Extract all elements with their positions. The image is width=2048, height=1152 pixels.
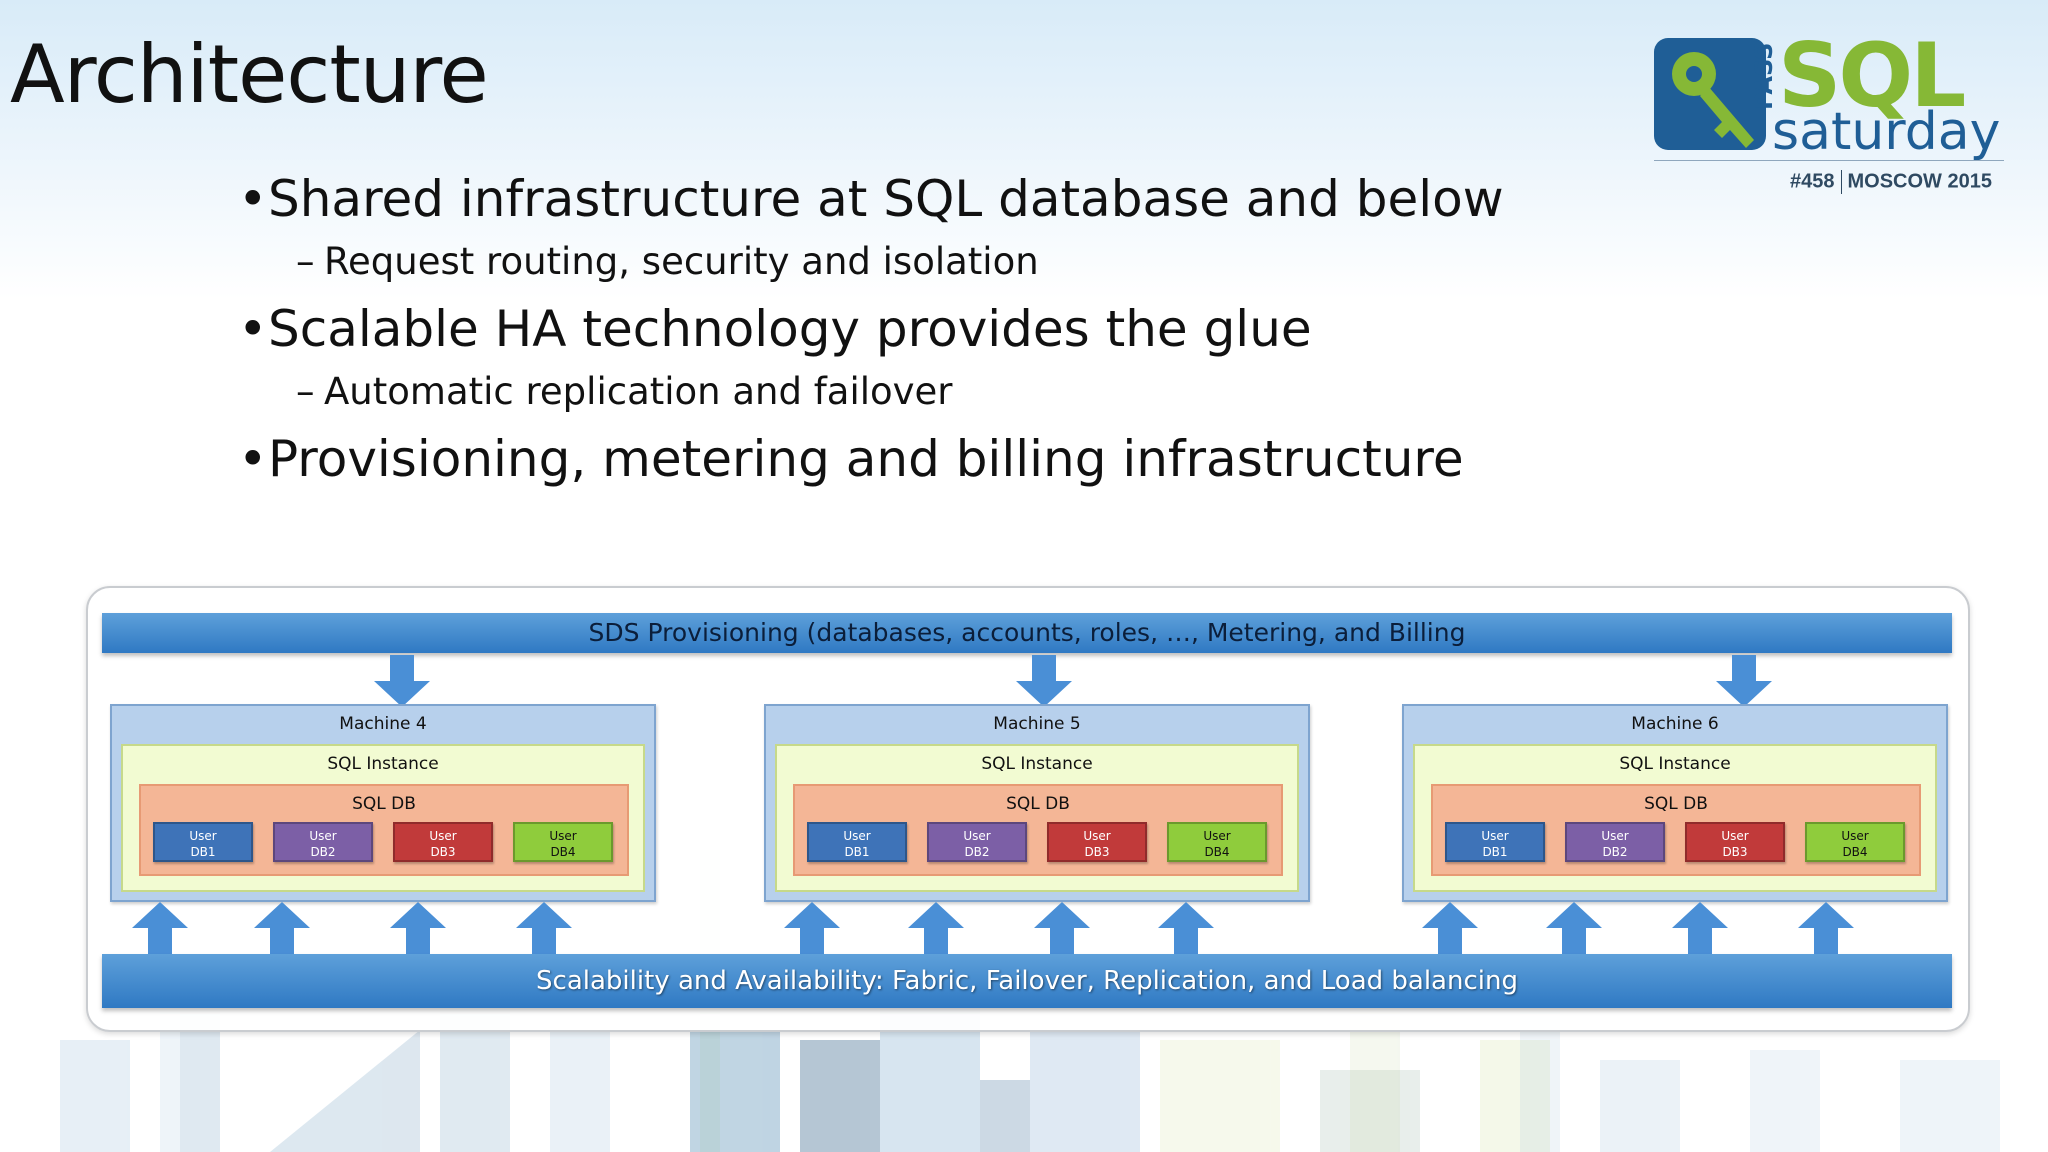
up-arrow — [784, 902, 840, 954]
sub-bullet-1: –Request routing, security and isolation — [296, 240, 1039, 283]
up-arrow — [908, 902, 964, 954]
sub-bullet-2: –Automatic replication and failover — [296, 370, 953, 413]
logo-sql-text: SQL — [1778, 24, 1966, 127]
up-arrow — [1422, 902, 1478, 954]
down-arrow-machine-4 — [374, 655, 430, 707]
up-arrow — [1158, 902, 1214, 954]
up-arrow — [1546, 902, 1602, 954]
up-arrow — [1798, 902, 1854, 954]
sql-db-label: SQL DB — [1006, 794, 1070, 814]
up-arrow — [254, 902, 310, 954]
event-number: #458 — [1790, 170, 1835, 193]
down-arrow-machine-5 — [1016, 655, 1072, 707]
slide-title: Architecture — [10, 28, 489, 121]
logo-event: #458 MOSCOW 2015 — [1790, 170, 1992, 194]
sql-instance-label: SQL Instance — [1619, 754, 1731, 774]
bullet-1: •Shared infrastructure at SQL database a… — [238, 170, 1504, 228]
sql-db-label: SQL DB — [1644, 794, 1708, 814]
machine-label: Machine 6 — [1631, 714, 1719, 734]
up-arrow — [516, 902, 572, 954]
scalability-band: Scalability and Availability: Fabric, Fa… — [102, 954, 1952, 1008]
key-icon — [1654, 38, 1766, 150]
logo-saturday-text: saturday — [1772, 102, 2001, 162]
machine-label: Machine 5 — [993, 714, 1081, 734]
sql-instance-label: SQL Instance — [327, 754, 439, 774]
down-arrow-machine-6 — [1716, 655, 1772, 707]
bullet-2: •Scalable HA technology provides the glu… — [238, 300, 1312, 358]
architecture-diagram: SDS Provisioning (databases, accounts, r… — [86, 586, 1970, 1032]
up-arrow — [390, 902, 446, 954]
up-arrow — [1672, 902, 1728, 954]
machine-label: Machine 4 — [339, 714, 427, 734]
bullet-3: •Provisioning, metering and billing infr… — [238, 430, 1464, 488]
up-arrow — [132, 902, 188, 954]
sql-instance-label: SQL Instance — [981, 754, 1093, 774]
provisioning-band: SDS Provisioning (databases, accounts, r… — [102, 613, 1952, 653]
event-place: MOSCOW 2015 — [1847, 170, 1992, 193]
logo-divider — [1654, 160, 2004, 161]
sql-db-label: SQL DB — [352, 794, 416, 814]
up-arrow — [1034, 902, 1090, 954]
